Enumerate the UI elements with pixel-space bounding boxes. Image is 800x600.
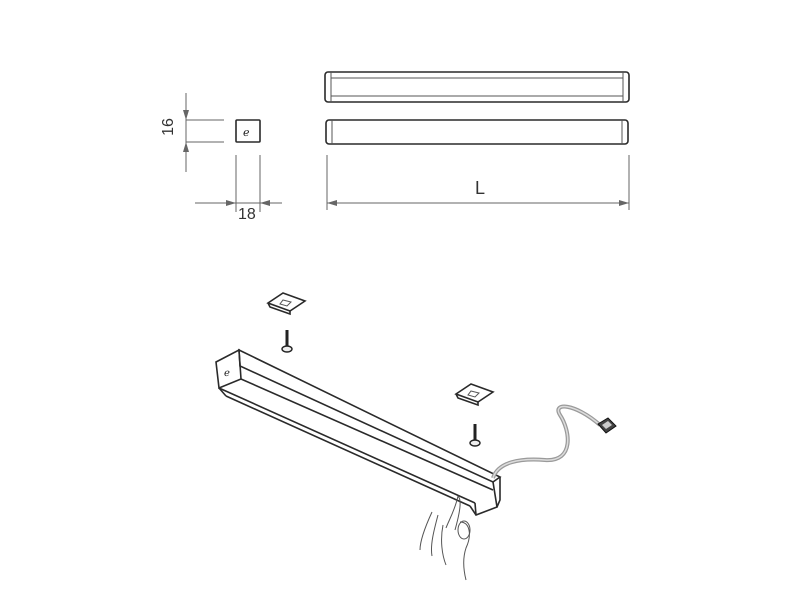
svg-text:ℯ: ℯ bbox=[224, 368, 230, 379]
length-dimension-label: L bbox=[475, 178, 486, 198]
isometric-assembly: ℯ bbox=[215, 292, 617, 581]
svg-text:ℯ: ℯ bbox=[243, 126, 250, 139]
height-dimension-label: 16 bbox=[159, 118, 177, 136]
cable bbox=[491, 404, 602, 479]
hand-touch-icon bbox=[419, 495, 471, 581]
screw-left bbox=[281, 330, 293, 353]
mounting-clip-left bbox=[266, 292, 307, 316]
connector bbox=[597, 417, 617, 434]
top-view-bars bbox=[324, 71, 630, 210]
width-dimension-label: 18 bbox=[238, 206, 256, 223]
mounting-clip-right bbox=[454, 383, 495, 407]
cross-section-view: ℯ bbox=[183, 93, 282, 212]
screw-right bbox=[469, 424, 481, 447]
light-bar: ℯ bbox=[215, 348, 502, 516]
